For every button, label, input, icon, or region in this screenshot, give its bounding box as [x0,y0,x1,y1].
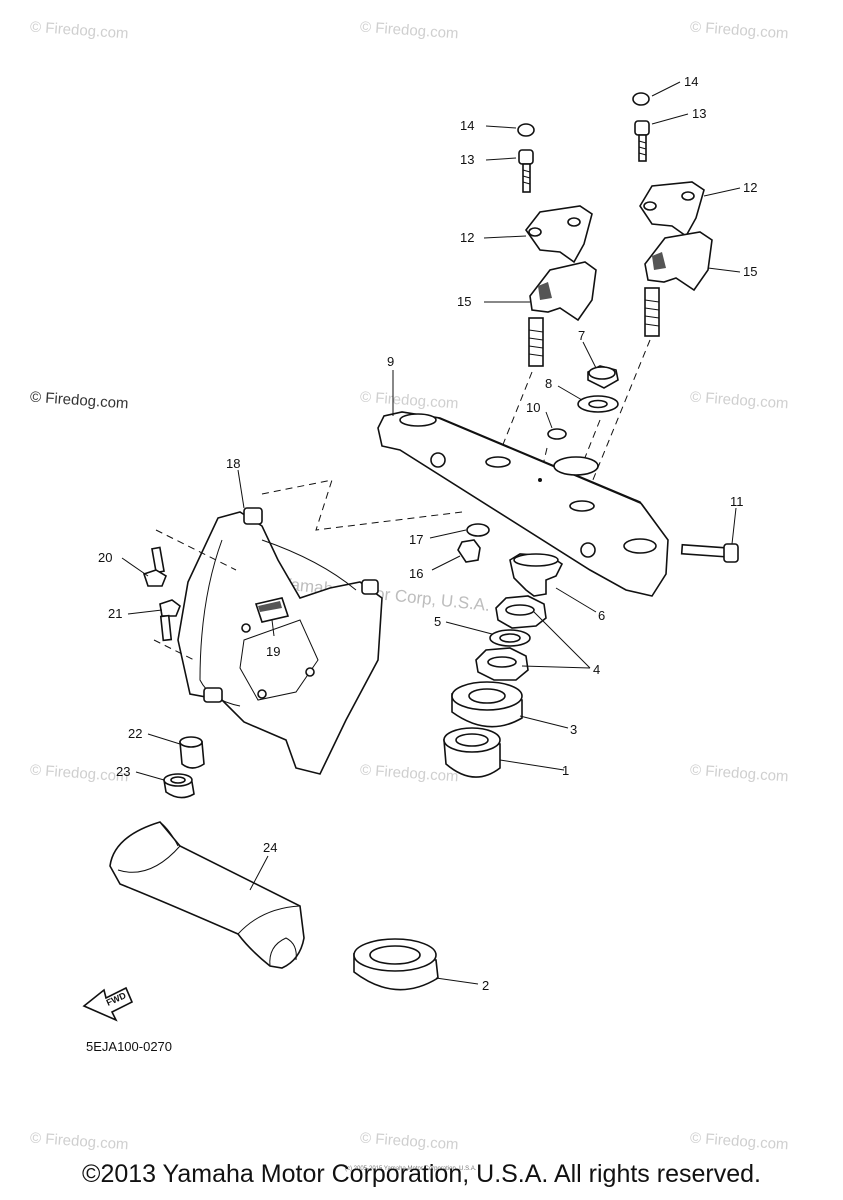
callout-7: 7 [578,328,585,343]
part-9-upper-bracket [377,411,669,597]
callout-20: 20 [98,550,112,565]
callout-14-right: 14 [684,74,698,89]
callout-9: 9 [387,354,394,369]
callout-1: 1 [562,763,569,778]
callout-10: 10 [526,400,540,415]
callout-13-right: 13 [692,106,706,121]
callout-11: 11 [730,494,744,509]
callout-21: 21 [108,606,122,621]
callout-12-left: 12 [460,230,474,245]
callout-23: 23 [116,764,130,779]
copyright-footer: ©2013 Yamaha Motor Corporation, U.S.A. A… [82,1160,761,1188]
part-3-bearing [451,681,523,728]
part-4-locknut-upper [495,595,547,629]
callout-13-left: 13 [460,152,474,167]
callout-22: 22 [128,726,142,741]
part-2-seal [353,938,439,991]
part-14-cap-right [632,92,650,106]
part-23-grommet [163,773,195,799]
callout-3: 3 [570,722,577,737]
callout-24: 24 [263,840,277,855]
callout-2: 2 [482,978,489,993]
part-17-washer [466,523,490,537]
callout-19: 19 [266,644,280,659]
part-24-cover [109,821,305,969]
part-12-holder-left [525,205,593,264]
part-15-holder-left [528,261,597,367]
callout-8: 8 [545,376,552,391]
part-8-washer [577,395,619,413]
part-10-washer [547,428,567,440]
callout-15-left: 15 [457,294,471,309]
leader-lines [121,81,741,985]
callout-4: 4 [593,662,600,677]
callout-18: 18 [226,456,240,471]
part-21-bolt [159,599,181,642]
part-13-bolt-right [634,120,650,162]
diagram-code: 5EJA100-0270 [86,1039,173,1054]
part-11-bolt [680,543,739,563]
part-16-nut [457,539,481,563]
part-19-damper [254,597,290,623]
part-20-bolt [142,546,167,587]
callout-14-left: 14 [460,118,474,133]
callout-6: 6 [598,608,605,623]
part-22-collar [179,736,205,769]
callout-12-right: 12 [743,180,757,195]
callout-numbers: 1 2 3 4 5 6 7 8 9 10 11 12 12 13 13 14 1… [98,74,757,993]
part-5-washer [489,629,531,647]
part-12-holder-right [639,181,705,238]
callout-17: 17 [409,532,423,547]
part-6-nut [509,553,564,597]
part-1-bearing [443,727,501,778]
copyright-small: (c) 2005-2015 Yamaha Motor Corporation, … [345,1166,477,1172]
callout-5: 5 [434,614,441,629]
callout-16: 16 [409,566,423,581]
part-18-under-bracket [177,507,383,775]
part-4-locknut-lower [475,647,529,681]
callout-15-right: 15 [743,264,757,279]
part-14-cap-left [517,123,535,137]
fwd-arrow: FWD [82,986,134,1022]
part-15-holder-right [644,231,713,337]
part-13-bolt-left [518,149,534,193]
part-7-nut [587,365,619,389]
